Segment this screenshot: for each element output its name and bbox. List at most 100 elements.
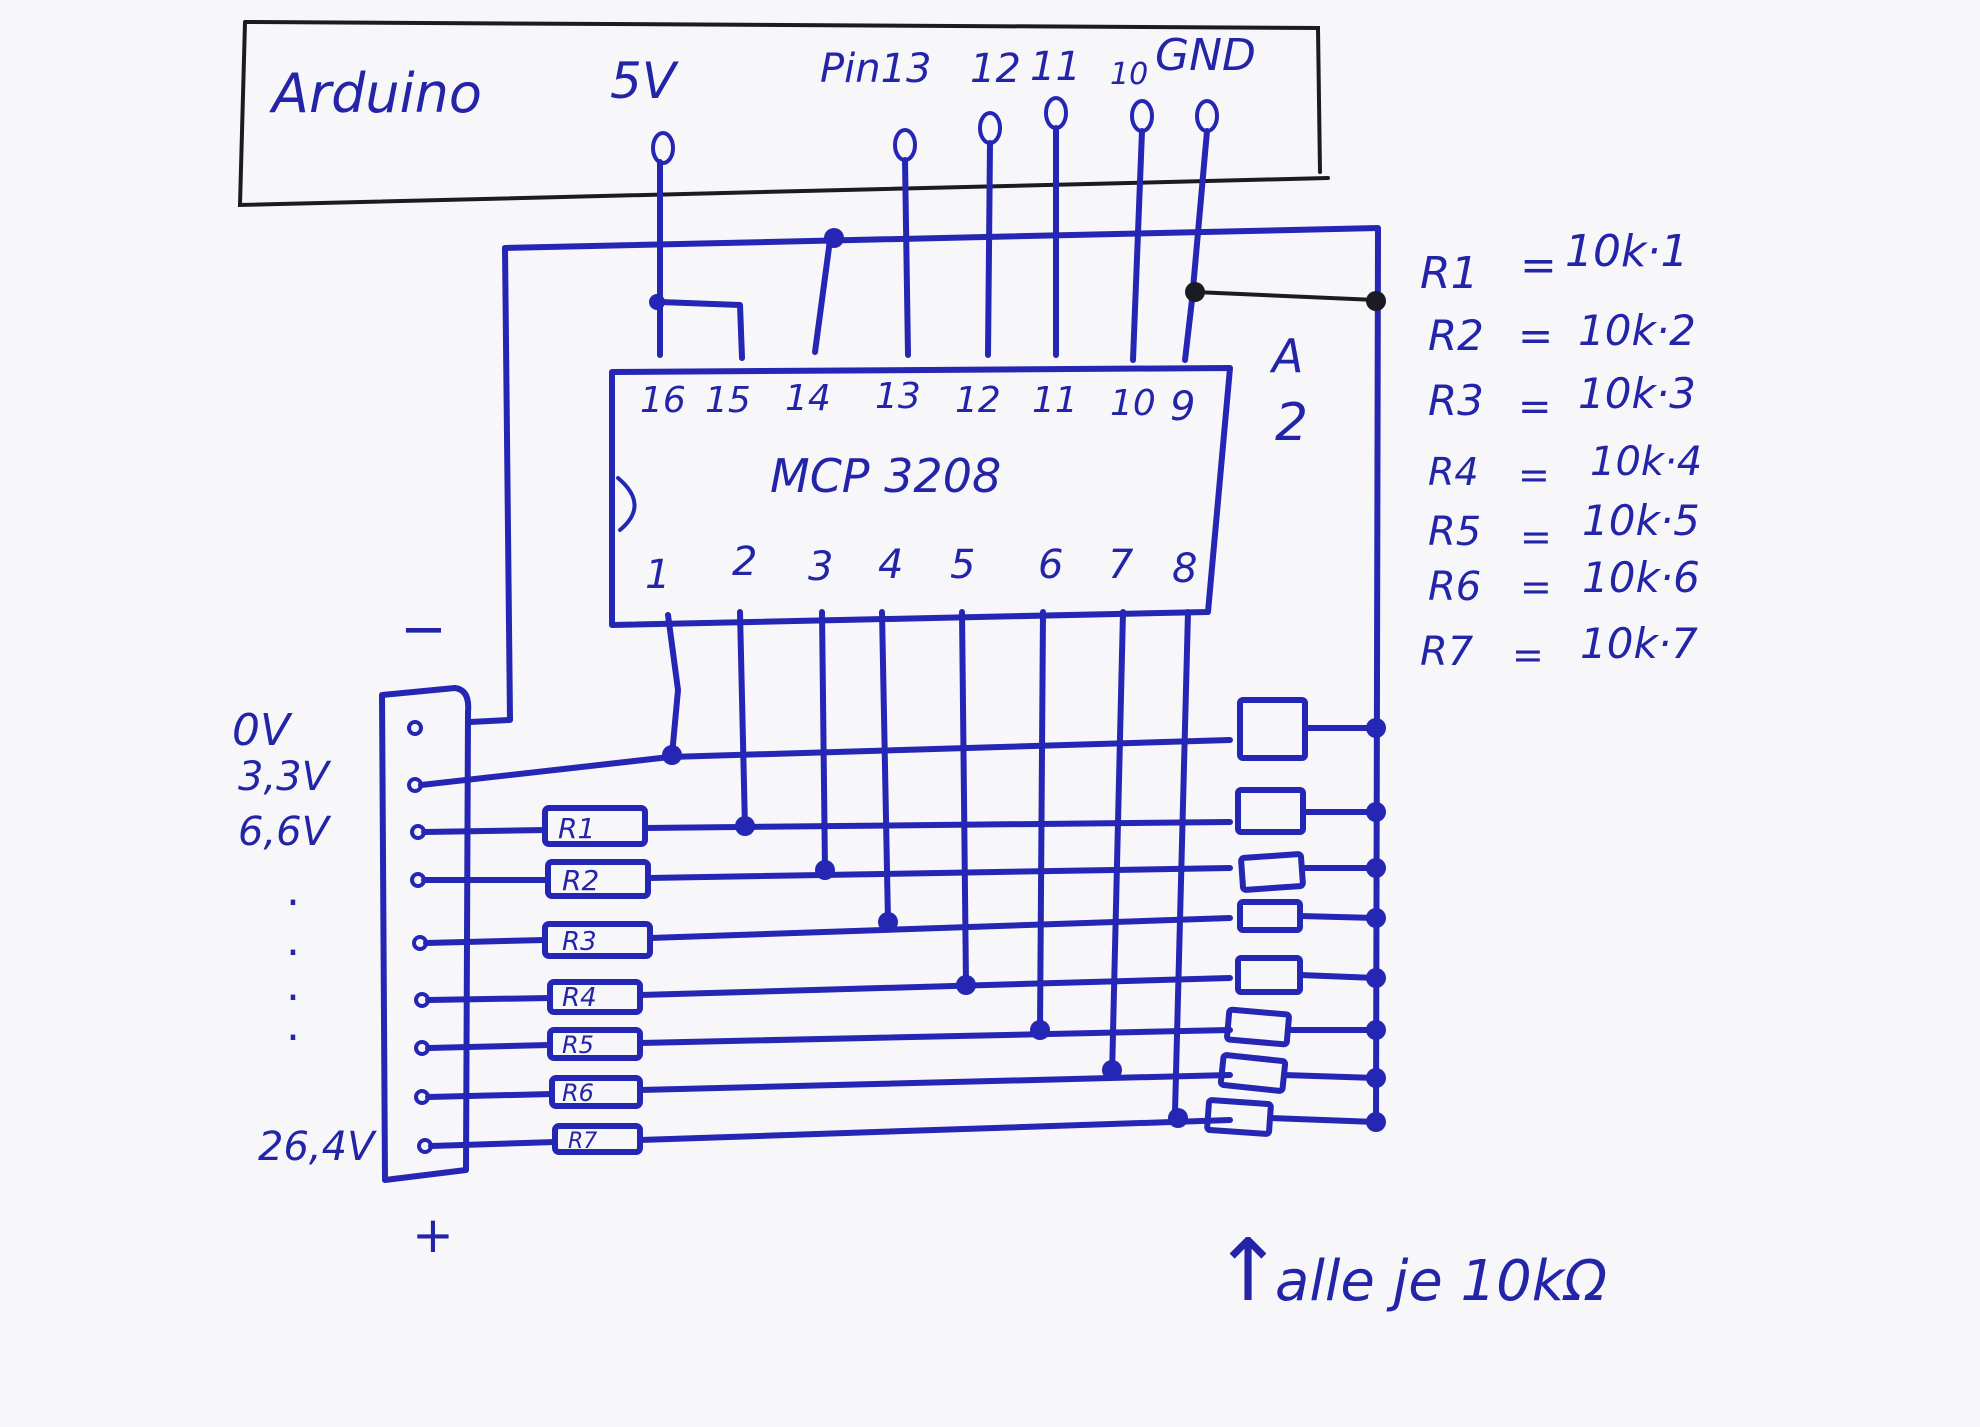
footnote-text: alle je 10kΩ [1275, 1249, 1607, 1314]
arduino-title: Arduino [269, 62, 482, 125]
chip-pin-11: 11 [1032, 380, 1078, 421]
pin-5v-icon [651, 131, 675, 165]
resistor-r4: R4 [547, 979, 643, 1015]
resistor-r7: R7 [552, 1123, 643, 1155]
chip-pin-9: 9 [1170, 384, 1195, 430]
junction-dot [649, 294, 665, 310]
gnd-link-wire [1193, 290, 1378, 302]
eq-r5-sign: = [1520, 515, 1552, 559]
chip-pin-8: 8 [1172, 546, 1197, 592]
mcp3208-chip: MCP 3208 16 15 14 13 12 11 10 9 1 2 3 4 … [609, 365, 1233, 628]
channel-junctions [662, 745, 1188, 1128]
eq-r7-sign: = [1512, 633, 1544, 677]
chip-pin-13: 13 [875, 376, 921, 417]
ellipsis-dot: . [286, 865, 300, 916]
eq-r3-sign: = [1518, 384, 1552, 430]
pulldown-resistor [1204, 1097, 1274, 1137]
chip-pin-2: 2 [732, 539, 757, 585]
junction-dot [1366, 1112, 1386, 1132]
eq-r2-name: R2 [1428, 311, 1484, 360]
junction-dot [956, 975, 976, 995]
chip-pin-3: 3 [808, 544, 833, 590]
voltage-labels: 0V 3,3V 6,6V . . . . 26,4V [232, 705, 377, 1170]
chip-pin-5: 5 [950, 542, 975, 588]
terminal-dot [407, 720, 423, 736]
junction-dot [1366, 291, 1386, 311]
voltage-label-3-3v: 3,3V [238, 754, 332, 800]
junction-dot [824, 228, 844, 248]
input-resistors: R1 R2 R3 R4 R5 R6 R7 [542, 805, 653, 1155]
pin-10-icon [1130, 99, 1154, 133]
eq-r3-value: 10k·3 [1578, 369, 1696, 418]
resistor-r7-label: R7 [568, 1129, 597, 1154]
resistor-r2: R2 [545, 859, 651, 899]
chip-name: MCP 3208 [770, 449, 1001, 503]
input-connector [379, 685, 472, 1183]
arduino-pin-10-label: 10 [1110, 57, 1148, 92]
resistor-r2-label: R2 [562, 864, 599, 897]
eq-r2-sign: = [1518, 311, 1553, 360]
junction-dot [1366, 1068, 1386, 1088]
resistor-r3: R3 [542, 921, 653, 959]
voltage-label-26-4v: 26,4V [258, 1124, 377, 1170]
chip-pin-7: 7 [1108, 542, 1134, 588]
chip-pin-16: 16 [640, 380, 686, 421]
ellipsis-dot: . [286, 960, 300, 1011]
junction-dot [1366, 858, 1386, 878]
resistor-r5-label: R5 [562, 1031, 594, 1059]
pulldown-resistor [1237, 697, 1308, 761]
junction-dot [662, 745, 682, 765]
ellipsis-dot: . [286, 915, 300, 966]
eq-r4-name: R4 [1428, 450, 1479, 494]
chip-pin-6: 6 [1038, 542, 1063, 588]
arduino-pin-5v-label: 5V [610, 52, 680, 110]
resistor-r4-label: R4 [562, 983, 597, 1013]
resistor-r6-label: R6 [562, 1079, 594, 1107]
footnote-arrow-icon: ↑ [1212, 1221, 1284, 1321]
minus-mark: − [400, 597, 447, 662]
resistor-r1-label: R1 [558, 812, 595, 845]
chip-pin-1: 1 [645, 552, 670, 598]
junction-dot [1102, 1060, 1122, 1080]
eq-r7-value: 10k·7 [1580, 619, 1698, 668]
pulldown-resistor [1235, 955, 1303, 995]
note-a-letter: A [1269, 329, 1303, 383]
chip-pin-14: 14 [785, 378, 831, 419]
eq-r4-value: 10k·4 [1590, 439, 1702, 485]
pulldown-resistors [1204, 697, 1386, 1137]
note-a-number: 2 [1275, 393, 1308, 453]
eq-r7-name: R7 [1420, 629, 1474, 675]
pulldown-resistor [1238, 851, 1306, 893]
resistor-equations: R1 = 10k·1 R2 = 10k·2 R3 = 10k·3 R4 = 10… [1420, 226, 1702, 677]
pin-11-icon [1044, 96, 1068, 130]
pin-12-icon [978, 111, 1002, 145]
eq-r5-name: R5 [1428, 509, 1481, 555]
supply-bus [467, 225, 1381, 1128]
ellipsis-dot: . [286, 1000, 300, 1051]
eq-r6-name: R6 [1428, 564, 1481, 610]
eq-r5-value: 10k·5 [1582, 496, 1700, 545]
eq-r6-value: 10k·6 [1582, 553, 1700, 602]
eq-r4-sign: = [1518, 453, 1550, 497]
pin-13-icon [893, 128, 917, 162]
voltage-label-0v: 0V [232, 705, 293, 756]
resistor-r6: R6 [549, 1075, 643, 1109]
eq-r3-name: R3 [1428, 376, 1484, 425]
pin-gnd-icon [1195, 99, 1219, 133]
eq-r1-name: R1 [1420, 248, 1479, 299]
junction-dot [815, 860, 835, 880]
junction-dot [1366, 908, 1386, 928]
resistor-r1: R1 [542, 805, 648, 847]
chip-pin-4: 4 [878, 542, 903, 588]
eq-r2-value: 10k·2 [1578, 306, 1696, 355]
chip-pin-10: 10 [1110, 383, 1156, 424]
junction-dot [1366, 1020, 1386, 1040]
eq-r1-sign: = [1520, 240, 1557, 291]
arduino-board-outline [237, 20, 1330, 208]
junction-dot [878, 912, 898, 932]
pulldown-resistor [1224, 1006, 1292, 1048]
arduino-pin-gnd-label: GND [1155, 30, 1256, 81]
junction-dot [735, 816, 755, 836]
junction-dot [1366, 802, 1386, 822]
